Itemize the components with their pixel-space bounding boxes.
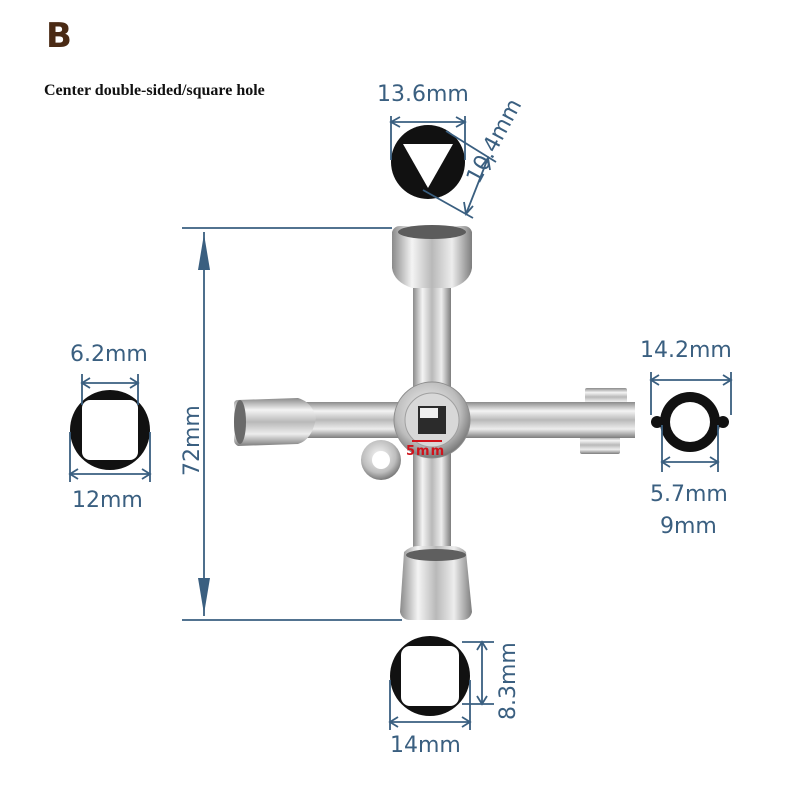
left-outer-label: 12mm — [72, 488, 143, 513]
caption: Center double-sided/square hole — [44, 82, 265, 99]
height-dimension — [182, 227, 402, 621]
left-outer-dimension — [68, 432, 152, 482]
center-square-label: 5mm — [406, 444, 446, 459]
cross-key — [234, 225, 635, 620]
left-inner-label: 6.2mm — [70, 342, 148, 367]
left-inner-dimension — [80, 374, 140, 405]
right-round-socket-icon — [651, 392, 729, 452]
left-square-socket-icon — [70, 390, 150, 470]
right-inner-label: 5.7mm — [650, 482, 728, 507]
right-inner-dimension — [660, 425, 720, 472]
triangle-socket-icon — [391, 125, 465, 199]
bottom-height-dimension — [462, 640, 494, 706]
top-width-label: 13.6mm — [377, 82, 469, 107]
right-extra-label: 9mm — [660, 514, 717, 539]
top-inner-dimension — [422, 130, 497, 219]
height-label: 72mm — [180, 405, 205, 476]
bottom-width-label: 14mm — [390, 733, 461, 758]
badge-letter: B — [46, 16, 72, 56]
top-width-dimension — [389, 116, 467, 160]
bottom-height-label: 8.3mm — [496, 642, 521, 720]
right-outer-label: 14.2mm — [640, 338, 732, 363]
bottom-width-dimension — [388, 680, 472, 730]
right-outer-dimension — [649, 372, 733, 415]
bottom-square-socket-icon — [390, 636, 470, 716]
